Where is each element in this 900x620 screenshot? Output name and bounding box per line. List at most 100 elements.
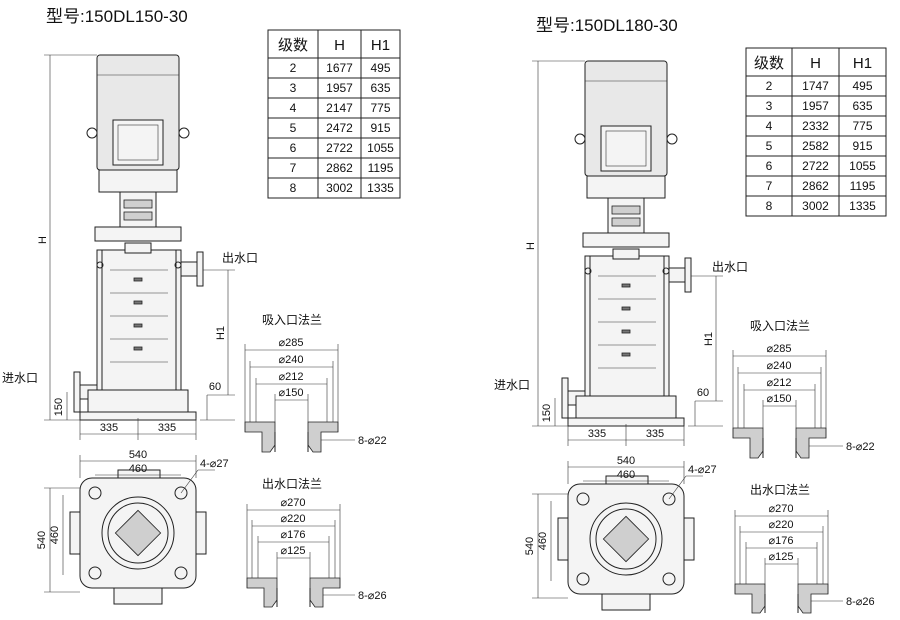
dim-plan-460-side: 460 [537, 532, 549, 550]
table-cell: 8 [766, 199, 773, 213]
table-cell: 775 [370, 101, 390, 115]
table-cell: 2 [766, 79, 773, 93]
suction-flange-title: 吸入口法兰 [262, 313, 322, 327]
dim-plan-540-side: 540 [524, 537, 536, 555]
table-header-h1: H1 [853, 55, 872, 72]
outlet-dia-3: ⌀176 [769, 535, 794, 547]
table-cell: 635 [852, 99, 872, 113]
table-cell: 3002 [326, 181, 353, 195]
table-cell: 3002 [802, 199, 829, 213]
suction-dia-3: ⌀212 [767, 377, 792, 389]
dim-150: 150 [541, 404, 553, 422]
dim-plan-540-top: 540 [129, 449, 147, 461]
table-cell: 2472 [326, 121, 353, 135]
table-cell: 4 [290, 101, 297, 115]
outlet-label: 出水口 [222, 251, 258, 265]
inlet-label: 进水口 [2, 371, 38, 385]
suction-bolts: 8-⌀22 [358, 435, 387, 447]
table-cell: 6 [290, 141, 297, 155]
table-cell: 5 [290, 121, 297, 135]
table-cell: 4 [766, 119, 773, 133]
table-cell: 3 [766, 99, 773, 113]
pump-b: 型号:150DL180-30 级数 H H1 2 1747 495 3 1957… [494, 16, 887, 608]
suction-dia-4: ⌀150 [279, 387, 304, 399]
table-header-stages: 级数 [278, 37, 308, 54]
table-cell: 2332 [802, 119, 829, 133]
outlet-dia-4: ⌀125 [769, 551, 794, 563]
outlet-bolts: 8-⌀26 [846, 596, 875, 608]
dim-base-right: 335 [646, 428, 664, 440]
suction-dia-2: ⌀240 [767, 360, 792, 372]
table-cell: 3 [290, 81, 297, 95]
table-cell: 495 [852, 79, 872, 93]
suction-dia-1: ⌀285 [767, 343, 792, 355]
table-cell: 635 [370, 81, 390, 95]
table-cell: 6 [766, 159, 773, 173]
outlet-dia-2: ⌀220 [769, 519, 794, 531]
dim-base-right: 335 [158, 422, 176, 434]
dim-h: H [37, 236, 49, 244]
dim-bolt-holes: 4-⌀27 [688, 464, 717, 476]
table-cell: 5 [766, 139, 773, 153]
table-cell: 2722 [802, 159, 829, 173]
suction-dia-2: ⌀240 [279, 354, 304, 366]
dim-plan-540-top: 540 [617, 455, 635, 467]
inlet-label: 进水口 [494, 378, 530, 392]
suction-bolts: 8-⌀22 [846, 441, 875, 453]
outlet-flange-title: 出水口法兰 [750, 483, 810, 497]
pump-a-model-title: 型号:150DL150-30 [46, 7, 188, 26]
dim-bolt-holes: 4-⌀27 [200, 458, 229, 470]
outlet-dia-1: ⌀270 [769, 503, 794, 515]
dim-150: 150 [53, 398, 65, 416]
table-cell: 1677 [326, 61, 353, 75]
table-cell: 1195 [850, 179, 876, 193]
table-cell: 1055 [849, 159, 876, 173]
outlet-dia-3: ⌀176 [281, 529, 306, 541]
dim-h1: H1 [215, 326, 227, 340]
dim-base-left: 335 [100, 422, 118, 434]
table-cell: 1335 [367, 181, 394, 195]
dim-h: H [525, 242, 537, 250]
pump-b-model-title: 型号:150DL180-30 [536, 16, 678, 35]
table-header-stages: 级数 [754, 55, 784, 72]
dim-plan-460-top: 460 [617, 469, 635, 481]
table-cell: 1747 [802, 79, 829, 93]
suction-dia-3: ⌀212 [279, 371, 304, 383]
table-header-h: H [810, 55, 821, 72]
table-header-h1: H1 [371, 37, 390, 54]
suction-dia-1: ⌀285 [279, 337, 304, 349]
pump-a: 型号:150DL150-30 级数 H H1 2 1677 495 3 1957… [2, 7, 401, 602]
table-cell: 2862 [802, 179, 829, 193]
table-cell: 915 [852, 139, 872, 153]
table-cell: 8 [290, 181, 297, 195]
table-cell: 1055 [367, 141, 394, 155]
table-cell: 915 [370, 121, 390, 135]
dim-plan-460-side: 460 [49, 526, 61, 544]
table-cell: 2582 [802, 139, 829, 153]
table-cell: 2722 [326, 141, 353, 155]
outlet-dia-1: ⌀270 [281, 497, 306, 509]
dim-h1: H1 [703, 332, 715, 346]
pump-a-stage-table: 级数 H H1 2 1677 495 3 1957 635 4 2147 775… [267, 29, 401, 199]
dim-60: 60 [697, 387, 709, 399]
dim-plan-540-side: 540 [36, 531, 48, 549]
dim-60: 60 [209, 381, 221, 393]
table-cell: 1335 [849, 199, 876, 213]
suction-flange-title: 吸入口法兰 [750, 319, 810, 333]
outlet-dia-2: ⌀220 [281, 513, 306, 525]
outlet-label: 出水口 [712, 260, 748, 274]
table-cell: 775 [852, 119, 872, 133]
table-header-h: H [334, 37, 345, 54]
outlet-dia-4: ⌀125 [281, 545, 306, 557]
table-cell: 1957 [326, 81, 353, 95]
table-cell: 2147 [326, 101, 353, 115]
table-cell: 1195 [368, 161, 394, 175]
outlet-bolts: 8-⌀26 [358, 590, 387, 602]
outlet-flange-title: 出水口法兰 [262, 477, 322, 491]
table-cell: 2862 [326, 161, 353, 175]
table-cell: 495 [370, 61, 390, 75]
dim-base-left: 335 [588, 428, 606, 440]
table-cell: 7 [766, 179, 773, 193]
dim-plan-460-top: 460 [129, 463, 147, 475]
